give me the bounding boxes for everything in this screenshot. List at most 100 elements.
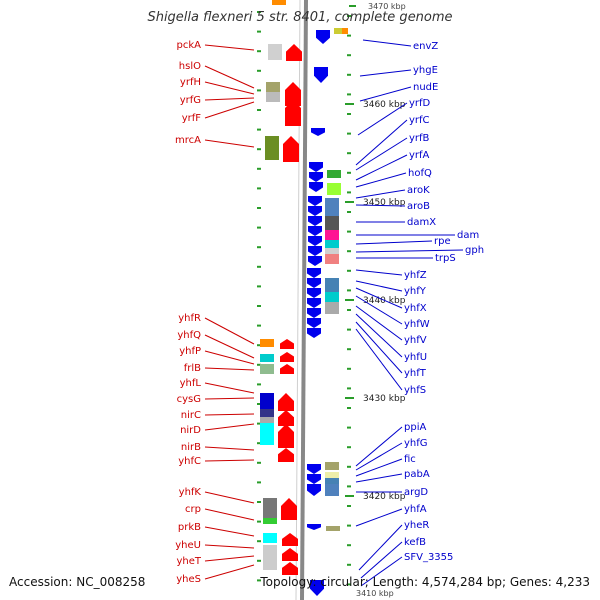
gene-label-gph: gph xyxy=(465,245,484,256)
forward-gene xyxy=(282,548,298,561)
leader-line xyxy=(355,137,408,171)
reverse-gene xyxy=(307,268,321,278)
reverse-gene xyxy=(316,30,330,44)
gene-label-yhfW: yhfW xyxy=(404,319,430,330)
gene-label-yrfB: yrfB xyxy=(409,133,430,144)
ortholog-block xyxy=(325,216,339,230)
leader-line xyxy=(204,544,255,549)
leader-line xyxy=(204,101,255,119)
gene-label-aroK: aroK xyxy=(407,185,430,196)
forward-gene xyxy=(280,364,294,374)
reverse-gene xyxy=(308,216,322,226)
kbp-tick-label: 3450 kbp xyxy=(363,198,406,208)
backbone-track xyxy=(300,0,308,600)
leader-line xyxy=(355,287,403,309)
leader-line xyxy=(204,459,255,462)
ortholog-block xyxy=(263,545,277,570)
ortholog-block xyxy=(325,254,339,264)
leader-line xyxy=(355,119,408,166)
gene-label-yhfZ: yhfZ xyxy=(404,270,427,281)
forward-gene xyxy=(280,339,294,349)
forward-gene xyxy=(278,424,294,448)
leader-line xyxy=(204,526,255,537)
leader-line xyxy=(204,564,255,580)
leader-line xyxy=(358,524,403,571)
leader-line xyxy=(355,280,403,292)
gene-label-crp: crp xyxy=(185,504,201,515)
ortholog-block xyxy=(260,339,274,347)
ortholog-block xyxy=(342,28,348,34)
ortholog-block xyxy=(260,423,274,445)
gene-label-yheT: yheT xyxy=(176,556,201,567)
ortholog-block xyxy=(263,518,277,524)
gene-label-cysG: cysG xyxy=(177,394,201,405)
ortholog-block xyxy=(325,230,339,240)
gene-label-nudE: nudE xyxy=(413,82,438,93)
gene-label-yhfK: yhfK xyxy=(179,487,202,498)
ortholog-block xyxy=(268,44,282,60)
leader-line xyxy=(362,39,412,47)
accession-label: Accession: NC_008258 xyxy=(9,575,146,589)
gene-label-nirB: nirB xyxy=(181,442,201,453)
leader-line xyxy=(204,317,255,345)
reverse-gene xyxy=(311,128,325,136)
gene-label-envZ: envZ xyxy=(413,41,438,52)
reverse-gene xyxy=(307,308,321,318)
leader-line xyxy=(355,240,433,245)
ortholog-block xyxy=(325,302,339,314)
gene-label-yrfD: yrfD xyxy=(409,98,431,109)
forward-gene xyxy=(285,100,301,126)
gene-label-yhfS: yhfS xyxy=(404,385,426,396)
ortholog-block xyxy=(325,278,339,292)
reverse-gene xyxy=(308,196,322,206)
gene-label-trpS: trpS xyxy=(435,253,456,264)
gene-label-yheU: yheU xyxy=(175,540,201,551)
leader-line xyxy=(355,313,403,358)
leader-line xyxy=(355,473,403,483)
kbp-tick-label: 3460 kbp xyxy=(363,100,406,110)
reverse-gene xyxy=(309,182,323,192)
forward-gene xyxy=(278,393,294,411)
reverse-gene xyxy=(307,298,321,308)
forward-gene xyxy=(282,562,298,575)
forward-gene xyxy=(281,498,297,520)
ortholog-block xyxy=(263,498,277,518)
leader-line xyxy=(355,328,403,391)
leader-line xyxy=(204,350,255,365)
gene-label-yhfL: yhfL xyxy=(180,378,202,389)
leader-line xyxy=(204,65,255,89)
reverse-gene xyxy=(307,464,321,474)
gene-label-yhfV: yhfV xyxy=(404,335,427,346)
forward-gene xyxy=(286,44,302,61)
gene-label-pabA: pabA xyxy=(404,469,430,480)
gene-label-hslO: hslO xyxy=(179,61,201,72)
forward-gene xyxy=(278,448,294,462)
leader-line xyxy=(360,541,403,579)
reverse-gene xyxy=(307,278,321,288)
gene-label-prkB: prkB xyxy=(178,522,201,533)
kbp-tick-label: 3470 kbp xyxy=(368,2,406,11)
leader-line xyxy=(204,413,255,416)
gene-label-kefB: kefB xyxy=(404,537,426,548)
leader-line xyxy=(355,269,403,276)
leader-line xyxy=(359,69,412,77)
ortholog-block xyxy=(260,364,274,374)
ortholog-block xyxy=(325,248,339,254)
gene-label-dam: dam xyxy=(457,230,479,241)
gene-label-ppiA: ppiA xyxy=(404,422,426,433)
gene-label-yhfU: yhfU xyxy=(404,352,427,363)
leader-line xyxy=(204,446,255,451)
leader-line xyxy=(355,442,403,471)
kbp-tick-label: 3430 kbp xyxy=(363,394,406,404)
ortholog-block xyxy=(325,462,339,470)
reverse-gene xyxy=(307,288,321,298)
leader-line xyxy=(355,458,403,477)
leader-line xyxy=(204,139,255,148)
reverse-gene xyxy=(308,206,322,216)
leader-line xyxy=(355,305,403,341)
ortholog-block xyxy=(325,240,339,248)
gene-label-hofQ: hofQ xyxy=(408,168,432,179)
gene-label-yhgE: yhgE xyxy=(413,65,438,76)
ortholog-block xyxy=(266,82,280,92)
ortholog-block xyxy=(325,484,339,496)
